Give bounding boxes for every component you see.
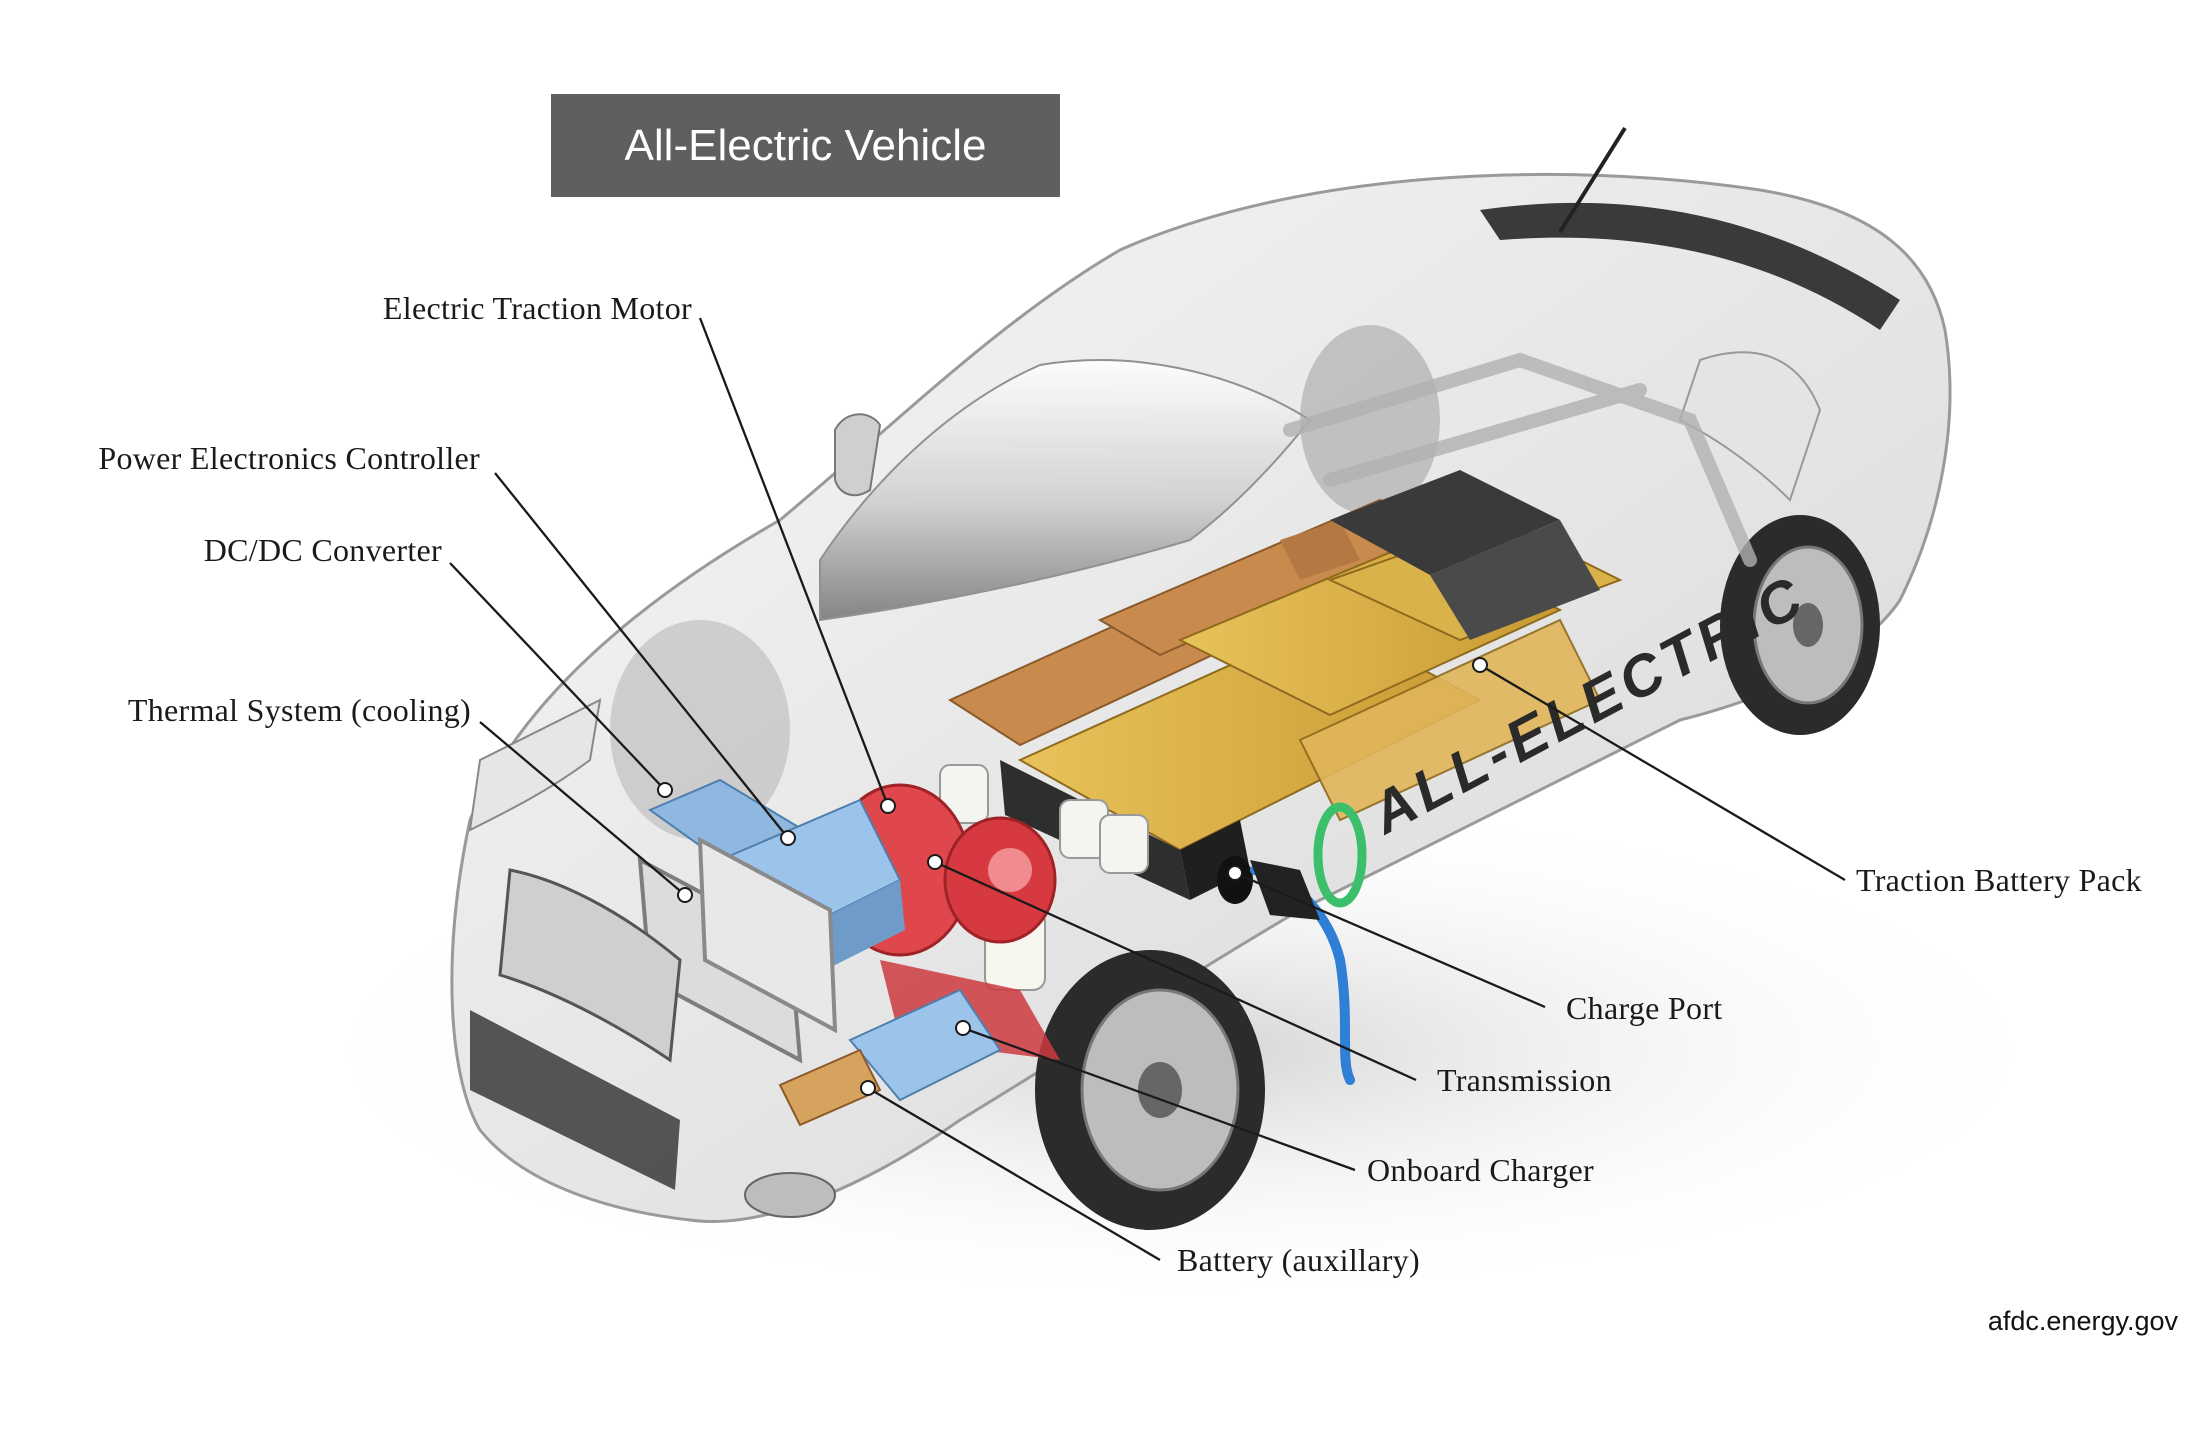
chassis-frame xyxy=(1283,352,1757,567)
dot-motor xyxy=(880,798,896,814)
door-logo xyxy=(1313,802,1367,908)
source-credit: afdc.energy.gov xyxy=(1987,1306,2178,1336)
label-transmission: Transmission xyxy=(1437,1062,1612,1098)
dot-battery-pack xyxy=(1472,657,1488,673)
auxiliary-battery xyxy=(778,1048,882,1127)
dot-thermal xyxy=(677,887,693,903)
rear-window xyxy=(1678,351,1822,502)
leader-charger xyxy=(962,1026,1356,1172)
antenna-leader xyxy=(1558,126,1627,234)
lower-grille xyxy=(470,1010,680,1190)
dot-transmission xyxy=(927,854,943,870)
leader-pec xyxy=(494,472,789,839)
label-thermal-system: Thermal System (cooling) xyxy=(127,692,471,728)
callout-lines xyxy=(449,317,1846,1261)
label-power-electronics-controller: Power Electronics Controller xyxy=(98,440,480,476)
onboard-charger xyxy=(848,988,1002,1102)
dot-charge-port xyxy=(1227,865,1243,881)
battery-modules xyxy=(947,498,1443,747)
dot-aux-battery xyxy=(860,1080,876,1096)
leader-motor xyxy=(698,317,890,807)
label-charge-port: Charge Port xyxy=(1566,990,1723,1026)
thermal-radiator xyxy=(637,836,838,1064)
label-traction-battery-pack: Traction Battery Pack xyxy=(1856,862,2142,898)
dot-pec xyxy=(780,830,796,846)
dot-dcdc xyxy=(657,782,673,798)
roof-stripe xyxy=(1480,202,1900,330)
rear-left-wheel-ghost xyxy=(1300,325,1440,515)
side-mirror xyxy=(834,413,882,497)
leader-transmission xyxy=(934,860,1417,1082)
fog-light xyxy=(744,1172,836,1218)
label-electric-traction-motor: Electric Traction Motor xyxy=(382,290,692,326)
diagram-title: All-Electric Vehicle xyxy=(551,94,1060,197)
headlight xyxy=(468,698,602,832)
leader-battery-pack xyxy=(1479,664,1846,881)
charge-port xyxy=(1217,856,1355,1085)
label-auxiliary-battery: Battery (auxillary) xyxy=(1177,1242,1420,1278)
dot-charger xyxy=(955,1020,971,1036)
label-dcdc-converter: DC/DC Converter xyxy=(203,532,442,568)
leader-thermal xyxy=(479,721,686,896)
rear-wheel xyxy=(1720,515,1880,735)
leader-dcdc xyxy=(449,562,666,791)
leader-charge-port xyxy=(1234,871,1546,1009)
label-onboard-charger: Onboard Charger xyxy=(1367,1152,1594,1188)
leader-aux-battery xyxy=(867,1087,1161,1261)
callout-dots xyxy=(657,657,1488,1096)
front-wheel xyxy=(1035,950,1265,1230)
front-grille xyxy=(498,868,682,1063)
